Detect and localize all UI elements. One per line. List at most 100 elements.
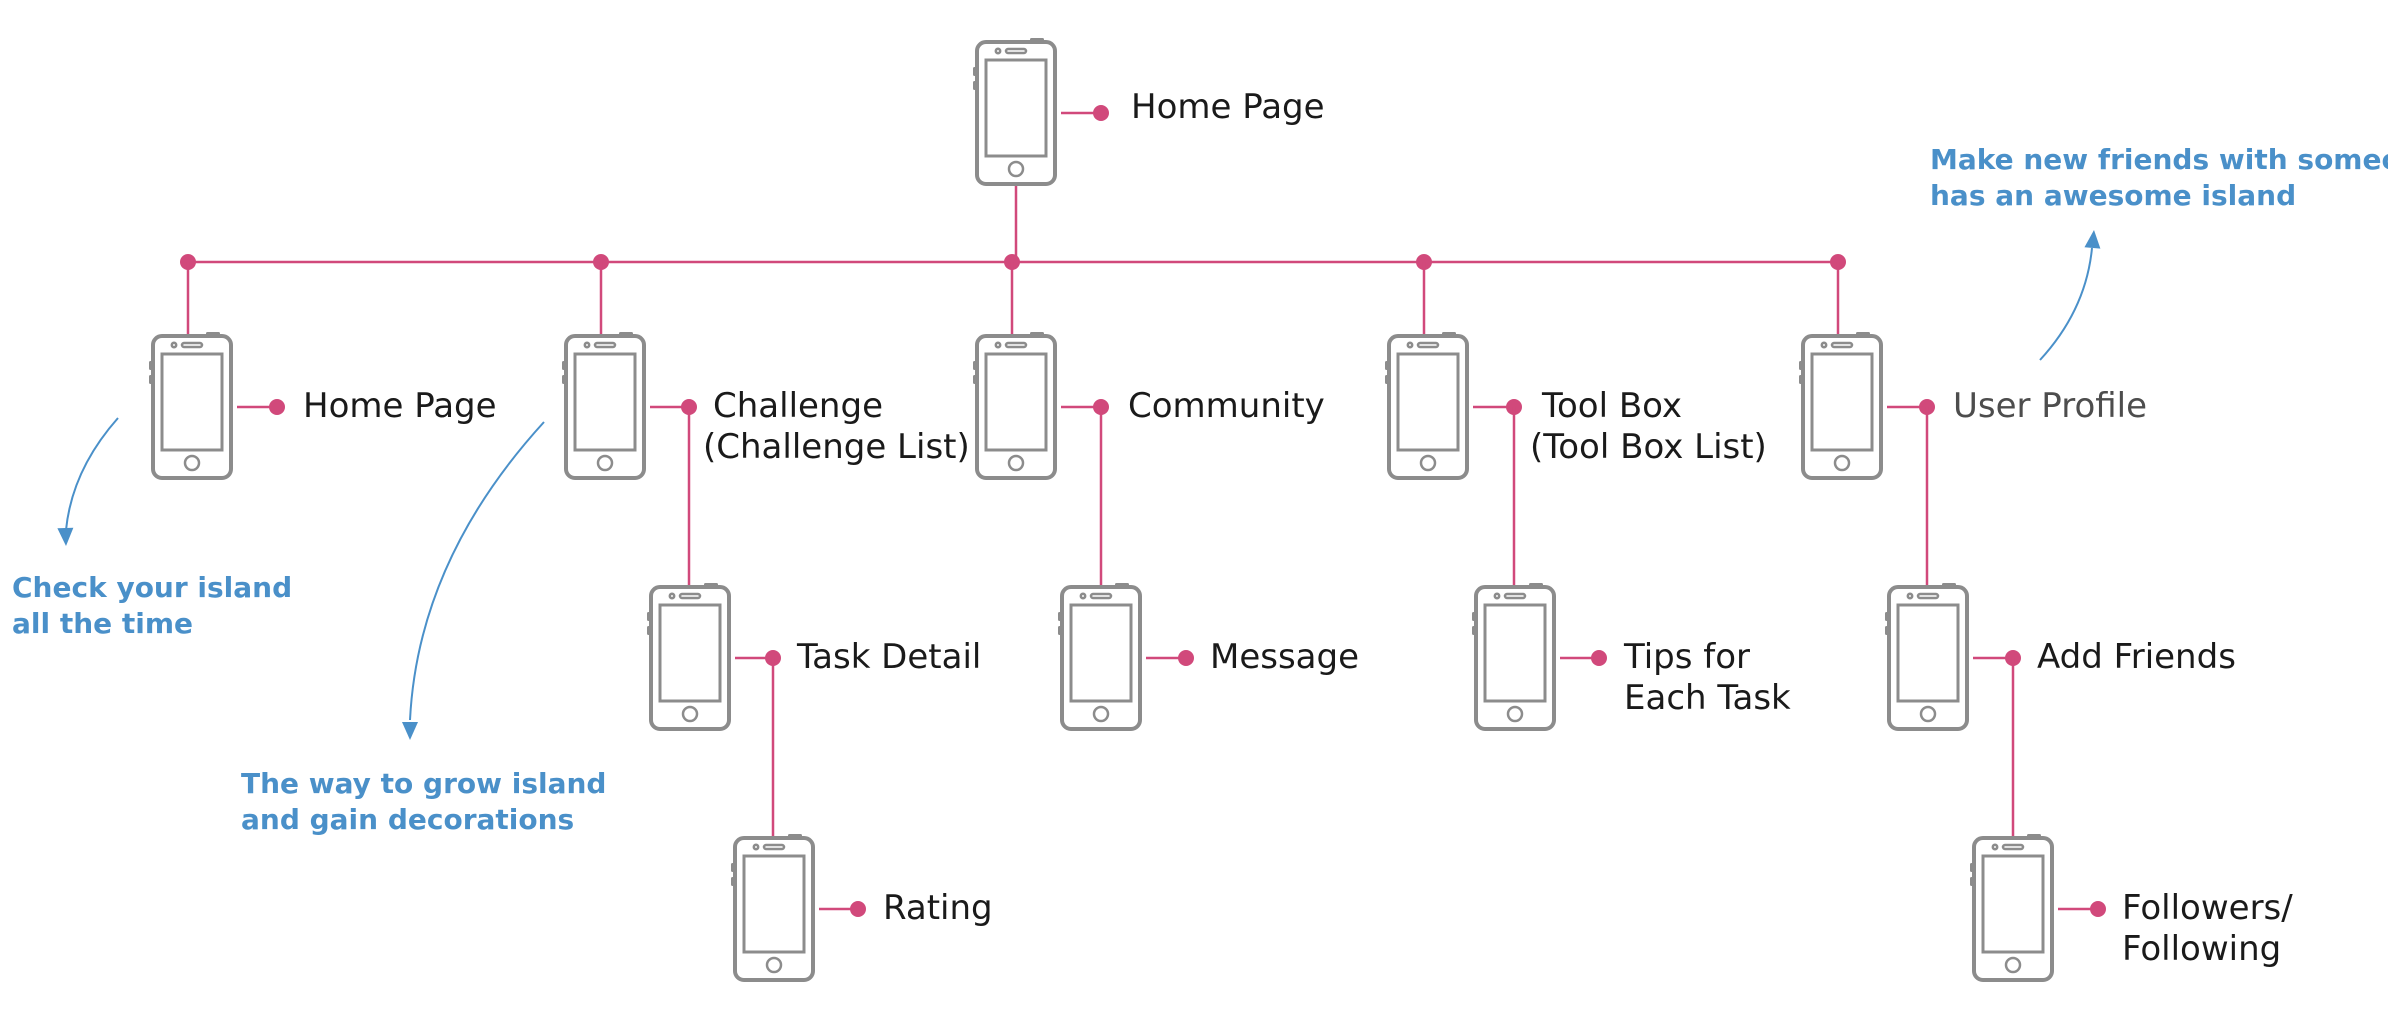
label-dot-followers — [2090, 901, 2106, 917]
arrow-head — [402, 722, 418, 740]
phone-home-button — [2004, 956, 2022, 974]
note-line: has an awesome island — [1930, 179, 2297, 212]
phone-camera — [1991, 843, 1999, 851]
phone-home-button — [681, 705, 699, 723]
phone-body — [1972, 836, 2054, 982]
note-line: Check your island — [12, 571, 293, 604]
node-label-tool-box: Tool Box (Tool Box List) — [1530, 386, 1767, 468]
phone-camera — [1820, 341, 1828, 349]
node-label-line: Add Friends — [2037, 637, 2236, 677]
note-check-your-island: Check your island all the time — [12, 570, 292, 642]
label-dot-tips — [1591, 650, 1607, 666]
node-label-line: Followers/ — [2122, 888, 2293, 928]
phone-speaker — [1503, 592, 1527, 600]
arrow-check-island — [57, 417, 119, 546]
label-dot-message — [1178, 650, 1194, 666]
phone-screen — [984, 58, 1048, 158]
node-label-user-profile: User Profile — [1953, 386, 2147, 427]
label-dot-root — [1093, 105, 1109, 121]
phone-body — [1801, 334, 1883, 480]
phone-camera — [1906, 592, 1914, 600]
arrow-curve — [2039, 247, 2093, 361]
phone-icon-community — [973, 332, 1057, 480]
phone-home-button — [1919, 705, 1937, 723]
phone-icon-message — [1058, 583, 1142, 731]
node-label-line: User Profile — [1953, 386, 2148, 426]
annotation-arrows — [57, 230, 2101, 740]
phone-home-button — [765, 956, 783, 974]
note-line: and gain decorations — [241, 803, 575, 836]
node-label-add-friends: Add Friends — [2037, 637, 2236, 678]
node-label-line: (Challenge List) — [703, 427, 970, 467]
arrow-head — [2084, 230, 2101, 249]
phone-home-button — [1092, 705, 1110, 723]
phone-icon-toolbox — [1385, 332, 1469, 480]
phone-camera — [1079, 592, 1087, 600]
phone-body — [649, 585, 731, 731]
phone-speaker — [762, 843, 786, 851]
phone-icon-rating — [731, 834, 815, 982]
node-label-line: Each Task — [1624, 678, 1791, 718]
phone-home-button — [1419, 454, 1437, 472]
phone-camera — [668, 592, 676, 600]
node-label-line: Tips for — [1624, 637, 1751, 677]
node-label-line: Challenge — [713, 386, 883, 426]
arrow-make-friends — [2039, 230, 2101, 361]
phone-speaker — [1916, 592, 1940, 600]
phone-camera — [994, 341, 1002, 349]
phone-screen — [658, 603, 722, 703]
phone-body — [1887, 585, 1969, 731]
phone-body — [733, 836, 815, 982]
arrow-curve — [65, 417, 119, 531]
phone-camera — [1493, 592, 1501, 600]
node-label-rating: Rating — [883, 888, 993, 929]
phone-speaker — [1830, 341, 1854, 349]
phone-speaker — [1089, 592, 1113, 600]
phone-screen — [984, 352, 1048, 452]
phone-home-button — [183, 454, 201, 472]
phone-speaker — [1416, 341, 1440, 349]
phone-screen — [573, 352, 637, 452]
node-label-followers-following: Followers/ Following — [2122, 888, 2293, 970]
note-line: The way to grow island — [241, 767, 607, 800]
note-grow-island: The way to grow island and gain decorati… — [241, 766, 606, 838]
phone-speaker — [180, 341, 204, 349]
phone-home-button — [1007, 160, 1025, 178]
phone-body — [1387, 334, 1469, 480]
phone-body — [975, 40, 1057, 186]
phone-home-button — [1506, 705, 1524, 723]
phone-body — [975, 334, 1057, 480]
phone-home-button — [1833, 454, 1851, 472]
note-line: all the time — [12, 607, 194, 640]
phone-screen — [1896, 603, 1960, 703]
phone-icon-followers — [1970, 834, 2054, 982]
phone-icon-root — [973, 38, 1057, 186]
label-dot-rating — [850, 901, 866, 917]
phone-icon-task-detail — [647, 583, 731, 731]
phone-body — [564, 334, 646, 480]
arrow-grow-island — [402, 421, 545, 740]
node-label-line: Rating — [883, 888, 993, 928]
phone-screen — [1396, 352, 1460, 452]
arrow-head — [57, 527, 74, 546]
phone-screen — [1069, 603, 1133, 703]
phone-camera — [583, 341, 591, 349]
node-label-message: Message — [1210, 637, 1359, 678]
node-label-community: Community — [1128, 386, 1325, 427]
node-label-line: Task Detail — [797, 637, 982, 677]
phone-icon-home — [149, 332, 233, 480]
phone-speaker — [678, 592, 702, 600]
node-label-line: Tool Box — [1542, 386, 1683, 426]
node-label-task-detail: Task Detail — [797, 637, 981, 678]
phone-speaker — [1004, 47, 1028, 55]
node-label-line: (Tool Box List) — [1530, 427, 1767, 467]
note-line: Make new friends with someon — [1930, 143, 2388, 176]
phone-icon-profile — [1799, 332, 1883, 480]
phone-icon-add-friends — [1885, 583, 1969, 731]
phone-home-button — [596, 454, 614, 472]
phone-icon-challenge — [562, 332, 646, 480]
phone-speaker — [1004, 341, 1028, 349]
node-label-line: Following — [2122, 929, 2282, 969]
phone-body — [1060, 585, 1142, 731]
